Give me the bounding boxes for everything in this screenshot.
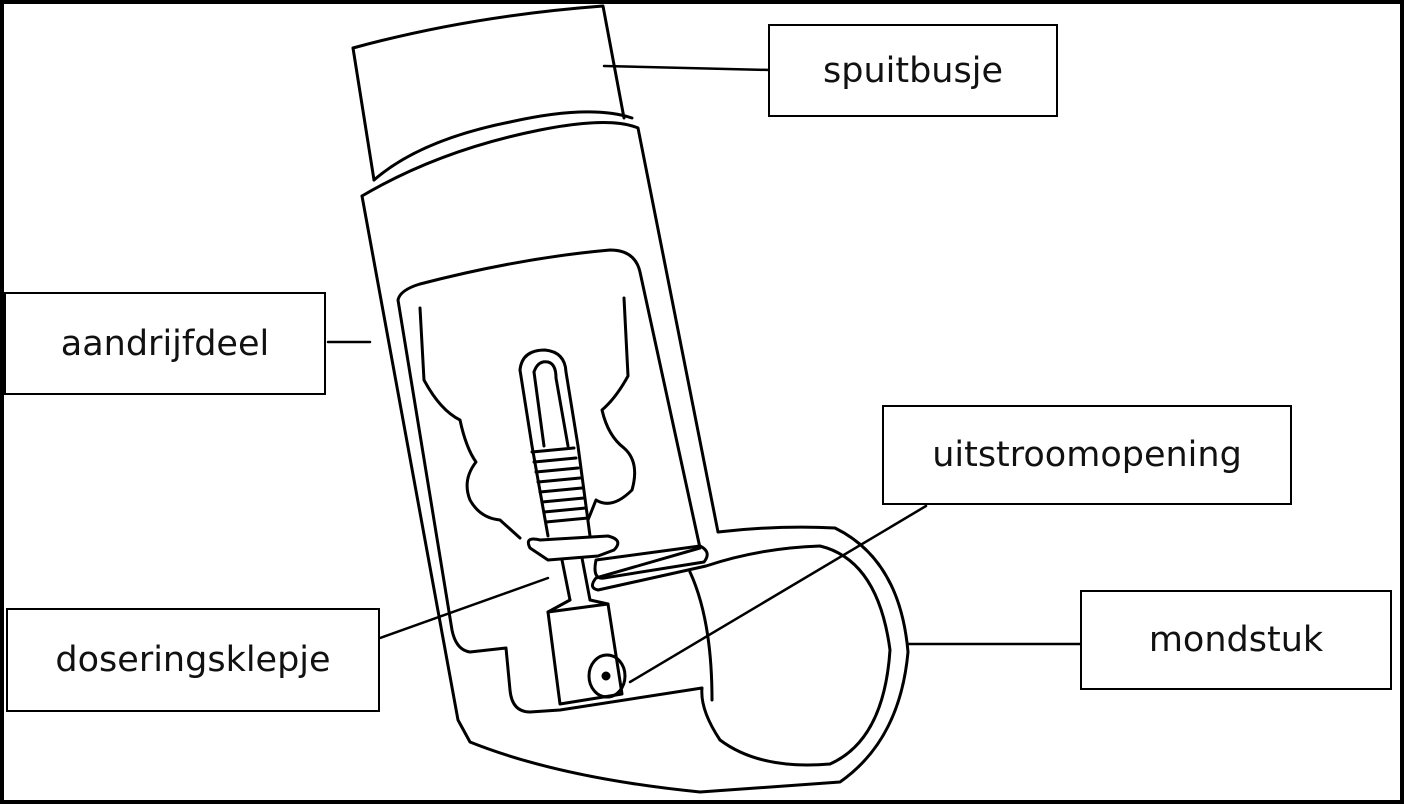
label-mondstuk-text: mondstuk: [1148, 620, 1324, 660]
label-aandrijfdeel: aandrijfdeel: [4, 292, 326, 395]
label-aandrijfdeel-text: aandrijfdeel: [60, 323, 270, 364]
label-uitstroomopening-text: uitstroomopening: [932, 435, 1242, 475]
leader-lines: [326, 64, 1084, 684]
label-spuitbusje-text: spuitbusje: [823, 50, 1003, 91]
leader-line-doseringsklepje: [378, 576, 550, 640]
leader-line-spuitbusje: [602, 64, 772, 72]
label-spuitbusje: spuitbusje: [768, 24, 1058, 117]
label-mondstuk: mondstuk: [1080, 590, 1392, 690]
label-uitstroomopening: uitstroomopening: [882, 405, 1292, 505]
leader-line-uitstroomopening: [628, 504, 928, 684]
label-doseringsklepje-text: doseringsklepje: [55, 640, 331, 680]
label-doseringsklepje: doseringsklepje: [6, 608, 380, 712]
canister-drawing: [351, 4, 634, 182]
actuator-body-drawing: [360, 120, 910, 794]
valve-stem-drawing: [418, 296, 714, 706]
